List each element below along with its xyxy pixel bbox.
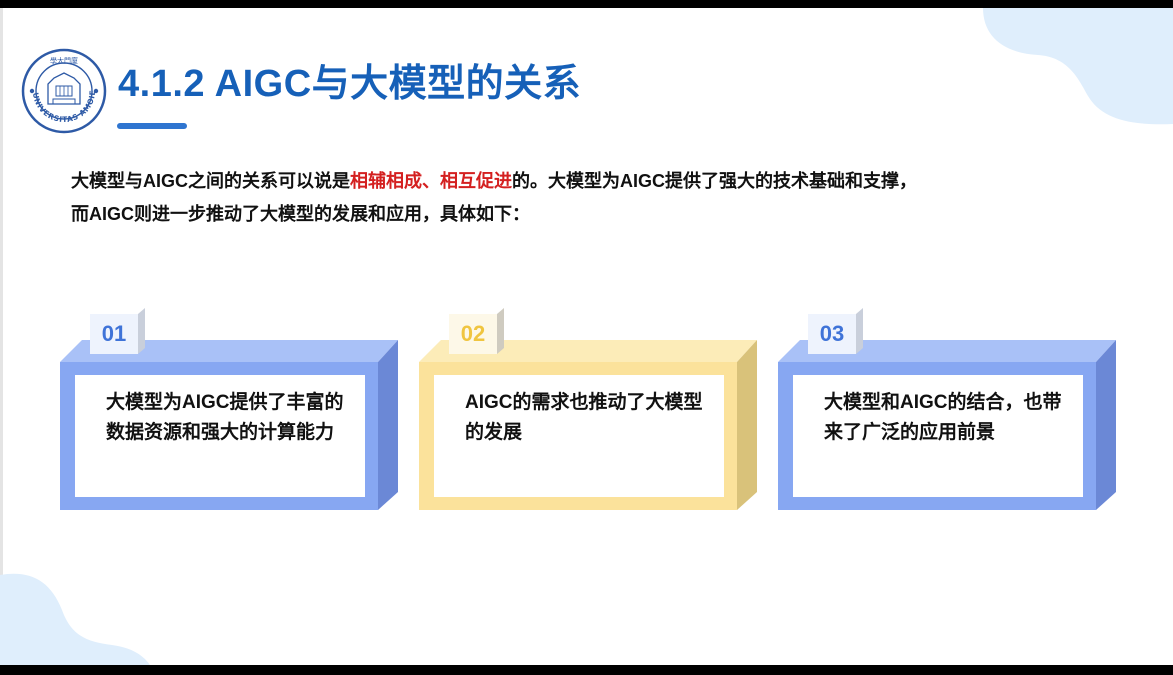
card-text: AIGC的需求也推动了大模型的发展 [465,392,703,443]
card-01: 01 大模型为AIGC提供了丰富的数据资源和强大的计算能力 [60,302,400,514]
card-number: 01 [90,314,138,354]
intro-text-line2: 而AIGC则进一步推动了大模型的发展和应用，具体如下： [71,204,530,224]
intro-text-part2: 的。大模型为AIGC提供了强大的技术基础和支撑， [512,171,917,191]
card-02: 02 AIGC的需求也推动了大模型的发展 [419,302,759,514]
card-number: 03 [808,314,856,354]
decor-blob-bottom-left [0,550,150,665]
card-text: 大模型为AIGC提供了丰富的数据资源和强大的计算能力 [106,392,344,443]
card-text: 大模型和AIGC的结合，也带来了广泛的应用前景 [824,392,1062,443]
card-number-tag: 03 [808,308,863,354]
card-03: 03 大模型和AIGC的结合，也带来了广泛的应用前景 [778,302,1118,514]
university-seal-icon: UNIVERSITAS AMOIENSIS 學大門廈 [18,41,107,134]
intro-highlight: 相辅相成、相互促进 [350,171,512,191]
svg-text:學大門廈: 學大門廈 [50,56,78,65]
card-number-tag: 02 [449,308,504,354]
card-number: 02 [449,314,497,354]
card-number-tag: 01 [90,308,145,354]
slide: UNIVERSITAS AMOIENSIS 學大門廈 4.1.2 AIGC与大模… [0,8,1173,665]
card-box-shape [778,340,1116,510]
title-underline [117,123,187,129]
decor-blob-top-right [983,8,1173,126]
intro-text-part1: 大模型与AIGC之间的关系可以说是 [71,171,350,191]
intro-paragraph: 大模型与AIGC之间的关系可以说是相辅相成、相互促进的。大模型为AIGC提供了强… [71,165,1131,231]
card-box-shape [419,340,757,510]
page-title: 4.1.2 AIGC与大模型的关系 [118,63,582,105]
slide-edge [0,8,3,665]
